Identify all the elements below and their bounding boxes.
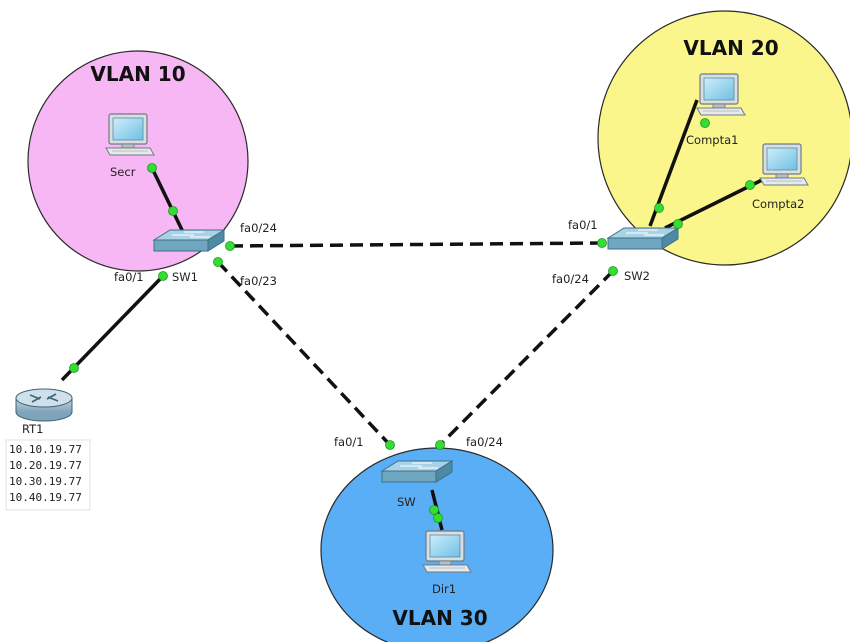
switch-sw1[interactable] bbox=[153, 229, 225, 252]
port-label-sw2-fa024: fa0/24 bbox=[552, 272, 589, 286]
port-dot-sw2-fa024 bbox=[608, 266, 618, 276]
vlan-20-zone: VLAN 20 bbox=[597, 10, 850, 266]
port-dot-sw3-fa01 bbox=[385, 440, 395, 450]
pc-compta1[interactable] bbox=[696, 73, 746, 116]
port-label-sw3-fa01: fa0/1 bbox=[334, 435, 364, 449]
link-sw1-sw3 bbox=[216, 260, 392, 447]
port-label-sw2-fa01: fa0/1 bbox=[568, 218, 598, 232]
port-dot-compta1 bbox=[700, 118, 710, 128]
router-rt1-label: RT1 bbox=[22, 422, 44, 436]
link-sw1-sw2 bbox=[229, 241, 603, 248]
port-dot-rt1 bbox=[69, 363, 79, 373]
port-dot-compta2 bbox=[745, 180, 755, 190]
port-dot-sw3-fa024 bbox=[435, 440, 445, 450]
router-ip-3: 10.30.19.77 bbox=[9, 475, 82, 488]
port-label-sw1-fa023: fa0/23 bbox=[240, 274, 277, 288]
switch-sw1-label: SW1 bbox=[172, 270, 198, 284]
switch-sw2[interactable] bbox=[607, 227, 679, 250]
vlan-30-title: VLAN 30 bbox=[392, 606, 487, 630]
router-ip-4: 10.40.19.77 bbox=[9, 491, 82, 504]
pc-secr-label: Secr bbox=[110, 165, 136, 179]
vlan-10-zone: VLAN 10 bbox=[27, 50, 249, 272]
port-dot-sw1-fa023 bbox=[213, 257, 223, 267]
port-label-sw1-fa024: fa0/24 bbox=[240, 221, 277, 235]
link-sw2-sw3 bbox=[438, 269, 615, 447]
router-ip-list: 10.10.19.77 10.20.19.77 10.30.19.77 10.4… bbox=[5, 439, 91, 511]
pc-compta1-label: Compta1 bbox=[686, 133, 738, 147]
link-sw1-rt1 bbox=[60, 274, 165, 382]
vlan-20-title: VLAN 20 bbox=[683, 36, 778, 60]
router-ip-1: 10.10.19.77 bbox=[9, 443, 82, 456]
port-dot-sw3-dir1 bbox=[429, 505, 439, 515]
switch-sw2-label: SW2 bbox=[624, 269, 650, 283]
port-dot-dir1 bbox=[433, 513, 443, 523]
pc-dir1-label: Dir1 bbox=[432, 582, 456, 596]
router-ip-2: 10.20.19.77 bbox=[9, 459, 82, 472]
pc-dir1[interactable] bbox=[422, 530, 472, 573]
port-dot-sw2-fa01 bbox=[597, 238, 607, 248]
port-dot-sw1-secr bbox=[168, 206, 178, 216]
port-dot-sw2-compta1 bbox=[654, 203, 664, 213]
port-status-dots bbox=[69, 118, 755, 523]
switch-sw3-label: SW bbox=[397, 495, 416, 509]
pc-compta2[interactable] bbox=[759, 143, 809, 186]
pc-compta2-label: Compta2 bbox=[752, 197, 804, 211]
port-dot-sw1-fa01 bbox=[158, 271, 168, 281]
link-sw2-compta2 bbox=[664, 178, 763, 230]
port-label-sw3-fa024: fa0/24 bbox=[466, 435, 503, 449]
router-rt1[interactable] bbox=[15, 388, 73, 422]
port-dot-sw1-fa024 bbox=[225, 241, 235, 251]
pc-secr[interactable] bbox=[105, 113, 155, 156]
switch-sw3[interactable] bbox=[381, 460, 453, 483]
port-dot-secr bbox=[147, 163, 157, 173]
port-dot-sw2-compta2 bbox=[673, 219, 683, 229]
port-label-sw1-fa01: fa0/1 bbox=[114, 270, 144, 284]
link-secr-sw1 bbox=[150, 167, 185, 233]
vlan-10-title: VLAN 10 bbox=[90, 62, 185, 86]
